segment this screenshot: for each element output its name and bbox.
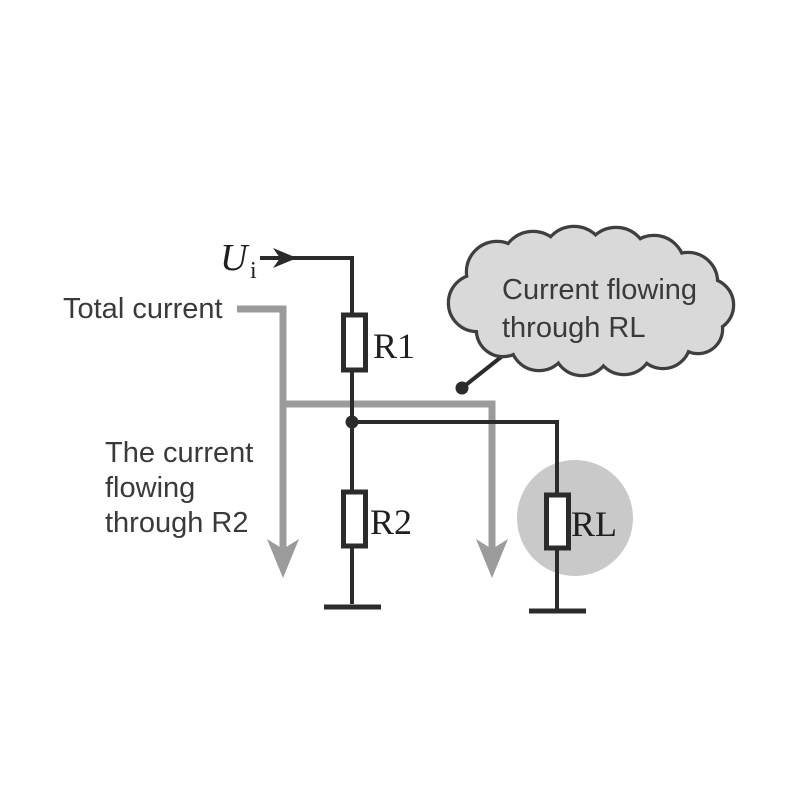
rl-resistor (544, 492, 571, 551)
rl-label: RL (571, 504, 617, 544)
cloud-text-line1: Current flowing (502, 274, 697, 306)
r2-label: R2 (370, 502, 412, 542)
r2-current-label-line1: The current (105, 437, 253, 469)
rl-current-arrowhead (476, 539, 508, 578)
cloud-body (450, 228, 732, 374)
r1-label: R1 (373, 326, 415, 366)
cloud-callout: Current flowing through RL (446, 224, 736, 378)
total-current-line (237, 305, 287, 550)
r2-current-label-line3: through R2 (105, 507, 249, 539)
r1-resistor (341, 312, 368, 373)
r2-current-label: The current flowing through R2 (105, 437, 253, 539)
circuit-wiring (260, 248, 586, 614)
total-current-arrowhead (267, 539, 299, 578)
input-arrowhead (273, 248, 297, 268)
cloud-connector-dot (455, 381, 469, 395)
total-current-label: Total current (63, 293, 223, 325)
input-voltage-subscript: i (250, 258, 257, 284)
cloud-text-line2: through RL (502, 312, 646, 344)
junction-dot (345, 415, 359, 429)
r2-current-label-line2: flowing (105, 472, 195, 504)
r2-resistor (341, 489, 368, 549)
input-voltage-label: U (220, 237, 250, 279)
